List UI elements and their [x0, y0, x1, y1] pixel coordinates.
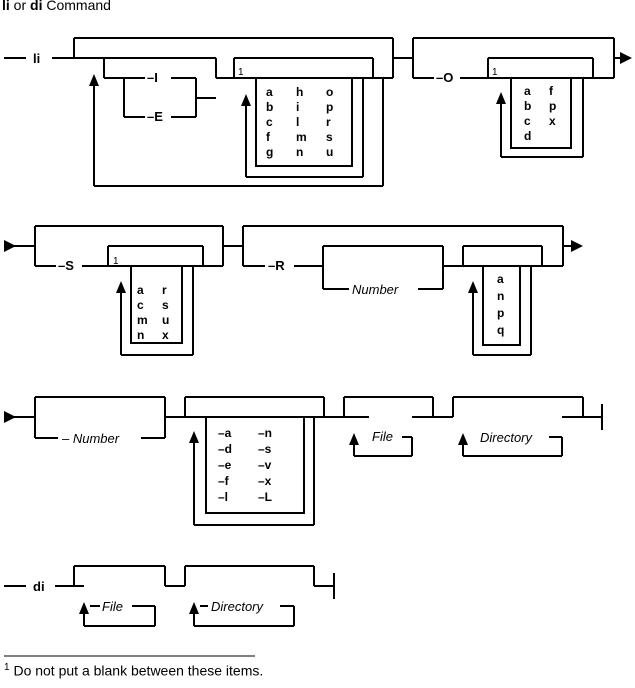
flag-I: –I: [147, 70, 158, 85]
continue-arrow-2-icon: [571, 240, 583, 252]
sort-letter-grid: a h o b i p c l r f m s g n u: [266, 85, 333, 159]
sort-letter-3-1: m: [296, 130, 307, 144]
r-letter-0-0: a: [497, 272, 504, 286]
sort-letter-1-0: b: [266, 100, 273, 114]
s-letter-2-1: u: [162, 313, 169, 327]
flag-O: –O: [436, 70, 453, 85]
arg-directory: Directory: [480, 430, 534, 445]
li-row: li –I –E: [4, 37, 632, 187]
repeat-arrow-flags-icon: [189, 431, 199, 443]
repeat-arrow-o-icon: [496, 92, 506, 104]
s-letter-2-0: m: [137, 313, 148, 327]
flag-R: –R: [268, 258, 285, 273]
opt-flag-1-1: –s: [258, 442, 272, 456]
sort-letter-3-0: f: [266, 130, 271, 144]
opt-flag-4-1: –L: [258, 490, 272, 504]
sort-letter-0-2: o: [326, 85, 333, 99]
sort-letter-4-1: n: [296, 145, 303, 159]
o-letter-0-1: f: [549, 84, 554, 98]
sort-letter-0-0: a: [266, 85, 273, 99]
repeat-arrow-s-icon: [116, 281, 126, 293]
s-letter-1-0: c: [137, 298, 144, 312]
r-letter-1-0: n: [497, 289, 504, 303]
opt-flag-4-0: –l: [218, 490, 228, 504]
repeat-arrow-dir-icon: [458, 433, 468, 445]
r-letter-3-0: q: [497, 323, 504, 337]
repeat-arrow-file-icon: [349, 433, 359, 445]
r-letter-2-0: p: [497, 306, 504, 320]
di-row: di File Directory: [4, 565, 335, 627]
flag-S: –S: [58, 258, 74, 273]
footnote-ref-s: 1: [113, 256, 119, 267]
sort-letter-0-1: h: [296, 85, 303, 99]
opt-flag-3-1: –x: [258, 474, 272, 488]
sort-letter-2-2: r: [326, 115, 331, 129]
option-flag-grid: –a –n –d –s –e –v –f –x –l –L: [218, 426, 272, 504]
o-letter-0-0: a: [524, 84, 531, 98]
loop-arrow-icon: [89, 74, 99, 86]
opt-flag-2-1: –v: [258, 458, 272, 472]
repeat-arrow-icon: [241, 94, 251, 106]
footnote-ref-o: 1: [492, 67, 498, 78]
li-command: li: [33, 51, 40, 66]
diagram-title: li or di Command: [2, 0, 111, 13]
arg-minus-number: – Number: [61, 431, 120, 446]
s-letter-3-1: x: [162, 328, 169, 342]
opt-flag-1-0: –d: [218, 442, 232, 456]
sort-letter-2-1: l: [296, 115, 299, 129]
s-letter-3-0: n: [137, 328, 144, 342]
sort-letter-1-1: i: [296, 100, 299, 114]
flag-E: –E: [147, 109, 163, 124]
sort-letter-1-2: p: [326, 100, 333, 114]
sort-letter-4-2: u: [326, 145, 333, 159]
opt-flag-2-0: –e: [218, 458, 232, 472]
continuation-arrow-icon: [4, 240, 16, 252]
o-letter-2-1: x: [549, 114, 556, 128]
o-letter-3-0: d: [524, 129, 531, 143]
o-letter-grid: a f b p c x d: [524, 84, 556, 143]
arg-number: Number: [352, 282, 399, 297]
repeat-arrow-r-icon: [468, 281, 478, 293]
opt-flag-0-1: –n: [258, 426, 272, 440]
o-letter-2-0: c: [524, 114, 531, 128]
o-letter-1-0: b: [524, 99, 531, 113]
repeat-arrow-di-dir-icon: [189, 602, 199, 614]
di-command: di: [33, 579, 45, 594]
sort-letter-4-0: g: [266, 145, 273, 159]
opt-flag-0-0: –a: [218, 426, 232, 440]
arg-file: File: [372, 429, 393, 444]
s-letter-0-1: r: [162, 283, 167, 297]
continue-arrow-icon: [620, 52, 632, 64]
s-letter-0-0: a: [137, 283, 144, 297]
repeat-arrow-di-file-icon: [79, 602, 89, 614]
opt-flag-3-0: –f: [218, 474, 230, 488]
s-letter-1-1: s: [162, 298, 169, 312]
footnote-ref: 1: [238, 67, 244, 78]
arg-directory-di: Directory: [211, 599, 265, 614]
number-flags-row: – Number –a –n –d –s –e –v –f –x –l –L File: [4, 396, 603, 526]
footnote: 1 Do not put a blank between these items…: [4, 662, 264, 679]
o-letter-1-1: p: [549, 99, 556, 113]
sort-letter-2-0: c: [266, 115, 273, 129]
sort-letter-3-2: s: [326, 130, 333, 144]
arg-file-di: File: [102, 599, 123, 614]
continuation-arrow-3-icon: [4, 411, 16, 423]
